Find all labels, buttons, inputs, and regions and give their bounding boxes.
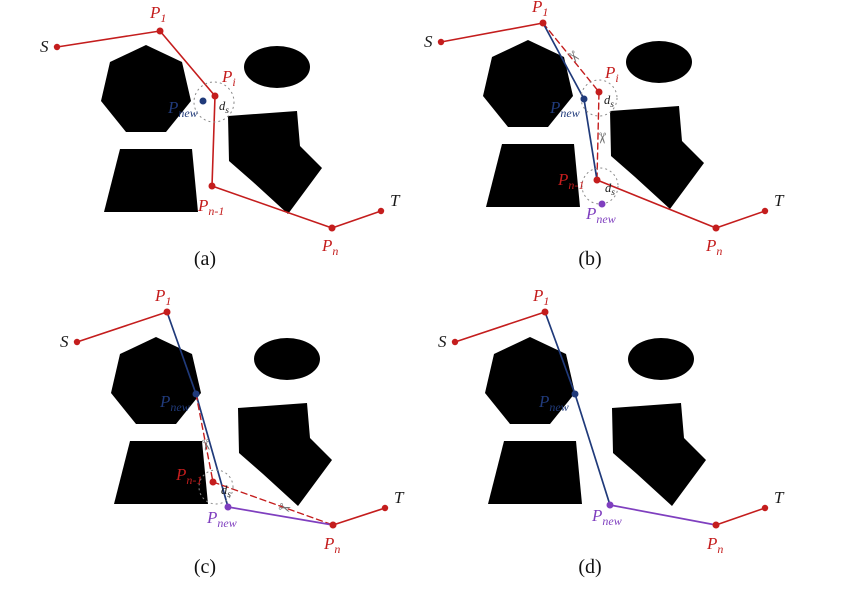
cut-path-pnew-pn1 [195, 393, 214, 483]
point-pnew-upper [192, 390, 200, 398]
label-pn1: Pn-1 [557, 170, 584, 192]
point-t [381, 504, 389, 512]
label-pnew-lower: Pnew [206, 508, 237, 530]
new-path-pnew-pnew2 [574, 393, 611, 506]
panel-caption-c: (c) [194, 556, 216, 578]
label-s: S [60, 332, 69, 351]
point-pi [211, 92, 219, 100]
point-t [761, 207, 769, 215]
cut-path-p1-pi-pn1 [542, 22, 600, 181]
point-pnew-upper [571, 390, 579, 398]
label-pn: Pn [705, 236, 722, 258]
label-pn: Pn [323, 534, 340, 556]
label-p1: P1 [154, 286, 171, 308]
label-pn: Pn [706, 534, 723, 556]
point-p1 [539, 19, 547, 27]
clearance-circle [193, 81, 235, 123]
panel-caption-d: (d) [578, 556, 601, 578]
label-ds-upper: ds [604, 93, 614, 110]
panel-d: S P1 Pnew Pnew Pn T (d) [438, 286, 785, 578]
point-pnew-lower [224, 503, 232, 511]
path-pn-t [332, 507, 386, 526]
label-pi: Pi [221, 67, 236, 89]
point-pn1 [208, 182, 216, 190]
label-pn: Pn [321, 236, 338, 258]
new-path-p1-pnew [166, 311, 197, 395]
point-s [73, 338, 81, 346]
scissors-icon: ✂ [593, 132, 611, 145]
new-path-pnew-pnew2 [195, 393, 229, 508]
point-pnew-upper [199, 97, 207, 105]
obstacles-c [111, 337, 332, 506]
scissors-icon: ✂ [563, 46, 585, 67]
scissors-icon: ✂ [196, 437, 216, 453]
point-p1 [541, 308, 549, 316]
label-pnew-lower: Pnew [585, 204, 616, 226]
point-pn [712, 521, 720, 529]
point-pn1 [593, 176, 601, 184]
point-s [451, 338, 459, 346]
new-path-pnew2-pn [609, 504, 717, 526]
clearance-circle [198, 469, 234, 505]
label-t: T [390, 191, 401, 210]
point-p1 [156, 27, 164, 35]
panel-caption-a: (a) [194, 248, 216, 270]
label-s: S [438, 332, 447, 351]
point-pn [712, 224, 720, 232]
point-pn1 [209, 478, 217, 486]
panel-a: S P1 Pi Pnew ds Pn-1 Pn T (a) [40, 3, 401, 270]
path-s-p1 [440, 22, 544, 43]
label-t: T [774, 488, 785, 507]
point-pnew-upper [580, 95, 588, 103]
label-pi: Pi [604, 63, 619, 85]
point-pnew-lower [606, 501, 614, 509]
label-ds: ds [221, 483, 231, 500]
obstacles-d [485, 337, 706, 506]
label-ds-lower: ds [605, 181, 615, 198]
cut-path-pn1-pn [212, 481, 334, 526]
point-pnew-lower [598, 200, 606, 208]
obstacles-b [483, 40, 704, 209]
point-pi [595, 88, 603, 96]
point-pn [329, 521, 337, 529]
label-p1: P1 [531, 0, 548, 19]
label-p1: P1 [149, 3, 166, 25]
point-s [53, 43, 61, 51]
scissors-icon: ✂ [276, 498, 294, 519]
path-s-p1 [454, 311, 546, 343]
point-t [761, 504, 769, 512]
label-pnew-upper: Pnew [538, 392, 569, 414]
label-s: S [424, 32, 433, 51]
point-s [437, 38, 445, 46]
label-s: S [40, 37, 49, 56]
original-path [56, 30, 382, 229]
label-p1: P1 [532, 286, 549, 308]
label-pn1: Pn-1 [197, 196, 224, 218]
label-pnew-upper: Pnew [159, 392, 190, 414]
point-pn [328, 224, 336, 232]
path-pn-t [715, 507, 766, 526]
path-s-p1 [76, 311, 168, 343]
label-pnew-upper: Pnew [549, 98, 580, 120]
panel-b: ✂ ✂ S P1 Pi Pnew ds Pn-1 ds Pnew Pn T (b… [424, 0, 785, 270]
point-t [377, 207, 385, 215]
label-t: T [774, 191, 785, 210]
new-path-p1-pnew [544, 311, 576, 395]
label-ds: ds [219, 99, 229, 116]
label-t: T [394, 488, 405, 507]
clearance-circle-lower [581, 167, 619, 205]
panel-c: ✂ ✂ S P1 Pnew Pn-1 ds Pnew Pn T (c) [60, 286, 405, 578]
point-p1 [163, 308, 171, 316]
panel-caption-b: (b) [578, 248, 601, 270]
new-path-pnew2-pn [227, 506, 334, 526]
label-pn1: Pn-1 [175, 465, 202, 487]
label-pnew-upper: Pnew [167, 98, 198, 120]
label-pnew-lower: Pnew [591, 506, 622, 528]
